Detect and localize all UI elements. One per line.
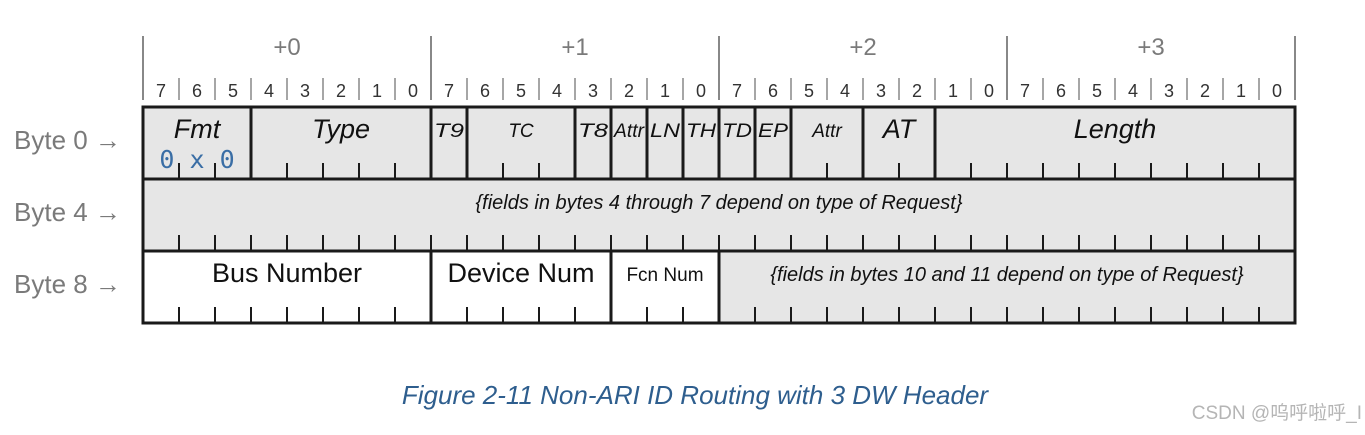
bit-label: 6: [768, 81, 778, 101]
field-label-t9: T9: [434, 121, 465, 142]
bit-label: 4: [552, 81, 562, 101]
bit-label: 4: [264, 81, 274, 101]
row-labels: Byte 0 → Byte 4 → Byte 8 →: [14, 125, 121, 299]
bit-label: 0: [696, 81, 706, 101]
field-label-bytes4to7: {fields in bytes 4 through 7 depend on t…: [475, 192, 962, 214]
byte-offset-label: +0: [273, 34, 300, 61]
field-label-fmt: Fmt: [174, 114, 222, 144]
row-label: Byte 8 →: [14, 269, 121, 299]
field-ln: [647, 107, 683, 179]
field-label-tc: TC: [508, 121, 534, 142]
byte-offset-label: +2: [849, 34, 876, 61]
bit-label: 6: [480, 81, 490, 101]
bit-label: 6: [1056, 81, 1066, 101]
bit-label: 1: [948, 81, 958, 101]
bit-label: 6: [192, 81, 202, 101]
field-label-th: TH: [686, 121, 716, 142]
bit-label: 0: [408, 81, 418, 101]
field-label-fcn-num: Fcn Num: [626, 265, 703, 286]
bit-label: 0: [1272, 81, 1282, 101]
bit-label: 7: [156, 81, 166, 101]
field-label-attr1: Attr: [613, 121, 645, 142]
row-label: Byte 4 →: [14, 197, 121, 227]
header-outline: [141, 105, 1297, 325]
bit-label: 4: [1128, 81, 1138, 101]
bit-label: 3: [588, 81, 598, 101]
bit-label: 1: [660, 81, 670, 101]
bit-header: +0 +1 +2 +3 7 6 5 4 3 2 1 0 7 6 5 4 3 2 1 0 7 6 5 4 3 2 1 0 7 6 5 4 3 2 1 0: [142, 34, 1296, 101]
field-fmt: [143, 107, 251, 179]
bit-label: 3: [300, 81, 310, 101]
bit-label: 2: [336, 81, 346, 101]
row-label: Byte 0 →: [14, 125, 121, 155]
field-ep: [755, 107, 791, 179]
field-attr1: [611, 107, 647, 179]
field-label-device-num: Device Num: [447, 258, 594, 288]
watermark: CSDN @呜呼啦呼_I: [1192, 402, 1362, 424]
bit-label: 2: [1200, 81, 1210, 101]
field-label-length: Length: [1074, 114, 1157, 144]
field-label-ep: EP: [758, 121, 788, 142]
field-th: [683, 107, 719, 179]
field-value-fmt: 0 x 0: [159, 145, 234, 174]
figure-caption: Figure 2-11 Non-ARI ID Routing with 3 DW…: [402, 380, 990, 410]
bit-label: 4: [840, 81, 850, 101]
bit-label: 0: [984, 81, 994, 101]
bit-label: 7: [732, 81, 742, 101]
field-label-td: TD: [722, 121, 752, 142]
field-label-ln: LN: [650, 121, 680, 142]
bit-label: 3: [876, 81, 886, 101]
bit-label: 2: [912, 81, 922, 101]
field-label-type: Type: [312, 114, 370, 144]
field-label-bus-number: Bus Number: [212, 258, 362, 288]
bit-label: 7: [444, 81, 454, 101]
bit-label: 3: [1164, 81, 1174, 101]
bit-label: 7: [1020, 81, 1030, 101]
field-fcn-num: [611, 251, 719, 323]
byte-offset-label: +1: [561, 34, 588, 61]
field-tc: [467, 107, 575, 179]
field-t8: [575, 107, 611, 179]
bit-label: 1: [372, 81, 382, 101]
field-label-at: AT: [881, 114, 918, 144]
bit-label: 5: [1092, 81, 1102, 101]
bit-label: 5: [804, 81, 814, 101]
byte-offset-label: +3: [1137, 34, 1164, 61]
bit-label: 5: [228, 81, 238, 101]
field-device-num: [431, 251, 611, 323]
bit-label: 1: [1236, 81, 1246, 101]
field-type: [251, 107, 431, 179]
bit-label: 5: [516, 81, 526, 101]
field-td: [719, 107, 755, 179]
field-label-attr2: Attr: [811, 121, 842, 142]
field-label-bytes10and11: {fields in bytes 10 and 11 depend on typ…: [770, 264, 1244, 286]
field-label-t8: T8: [578, 121, 609, 142]
bit-label: 2: [624, 81, 634, 101]
field-t9: [431, 107, 467, 179]
